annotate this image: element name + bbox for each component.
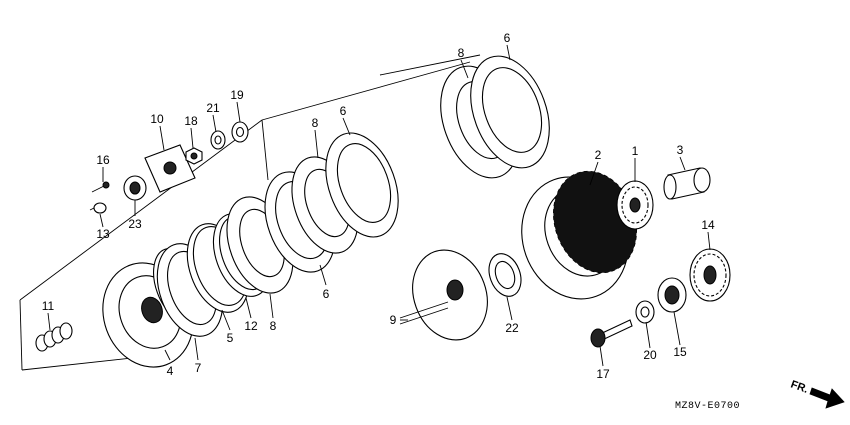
callout-17: 17 xyxy=(596,367,610,381)
callout-6c: 6 xyxy=(323,287,330,301)
callout-8c: 8 xyxy=(270,319,277,333)
part-bolt-17 xyxy=(590,319,633,348)
callout-15: 15 xyxy=(673,345,687,359)
callout-21: 21 xyxy=(206,101,220,115)
leader-lines xyxy=(47,44,711,367)
part-bolt-16 xyxy=(91,181,110,193)
callout-labels: 1 2 3 4 5 6 6 6 7 8 8 8 9 10 11 12 13 14… xyxy=(42,31,715,381)
diagram-code: MZ8V-E0700 xyxy=(675,401,740,412)
callout-13: 13 xyxy=(96,227,110,241)
callout-6b: 6 xyxy=(340,104,347,118)
callout-5: 5 xyxy=(227,331,234,345)
part-clutch-disc-6c xyxy=(470,55,550,169)
part-bearing-23 xyxy=(123,175,147,201)
part-collar-3 xyxy=(663,167,711,200)
part-clutch-center-2 xyxy=(521,170,637,300)
arrow-right-icon xyxy=(809,387,845,409)
part-springs-11 xyxy=(35,322,73,352)
callout-16: 16 xyxy=(96,153,110,167)
part-lifter-plate-10 xyxy=(144,144,196,193)
callout-23: 23 xyxy=(128,217,142,231)
part-gear-14 xyxy=(689,248,731,302)
callout-19: 19 xyxy=(230,88,244,102)
part-pin-13 xyxy=(89,202,107,214)
callout-7: 7 xyxy=(195,361,202,375)
part-pressure-plate-9 xyxy=(399,249,488,341)
part-washer-19 xyxy=(231,121,249,143)
part-clutch-disc-6b xyxy=(325,132,399,238)
callout-20: 20 xyxy=(643,348,657,362)
part-nut-18 xyxy=(185,147,203,165)
callout-22: 22 xyxy=(505,321,519,335)
part-gear-1 xyxy=(616,180,654,230)
callout-8b: 8 xyxy=(312,116,319,130)
callout-12: 12 xyxy=(244,319,258,333)
part-washer-20 xyxy=(635,300,655,324)
callout-10: 10 xyxy=(150,112,164,126)
callout-9: 9 xyxy=(390,313,397,327)
callout-14: 14 xyxy=(701,218,715,232)
callout-8a: 8 xyxy=(458,46,465,60)
callout-18: 18 xyxy=(184,114,198,128)
direction-label: FR. xyxy=(789,379,810,396)
part-washer-21 xyxy=(210,130,226,150)
callout-6a: 6 xyxy=(504,31,511,45)
callout-2: 2 xyxy=(595,148,602,162)
part-nut-15 xyxy=(657,277,687,313)
front-direction-indicator: FR. xyxy=(789,379,845,409)
callout-11: 11 xyxy=(42,299,55,313)
callout-3: 3 xyxy=(677,143,684,157)
callout-4: 4 xyxy=(167,364,174,378)
assembly-outline xyxy=(19,54,481,371)
part-washer-22 xyxy=(488,253,522,297)
callout-1: 1 xyxy=(632,144,639,158)
